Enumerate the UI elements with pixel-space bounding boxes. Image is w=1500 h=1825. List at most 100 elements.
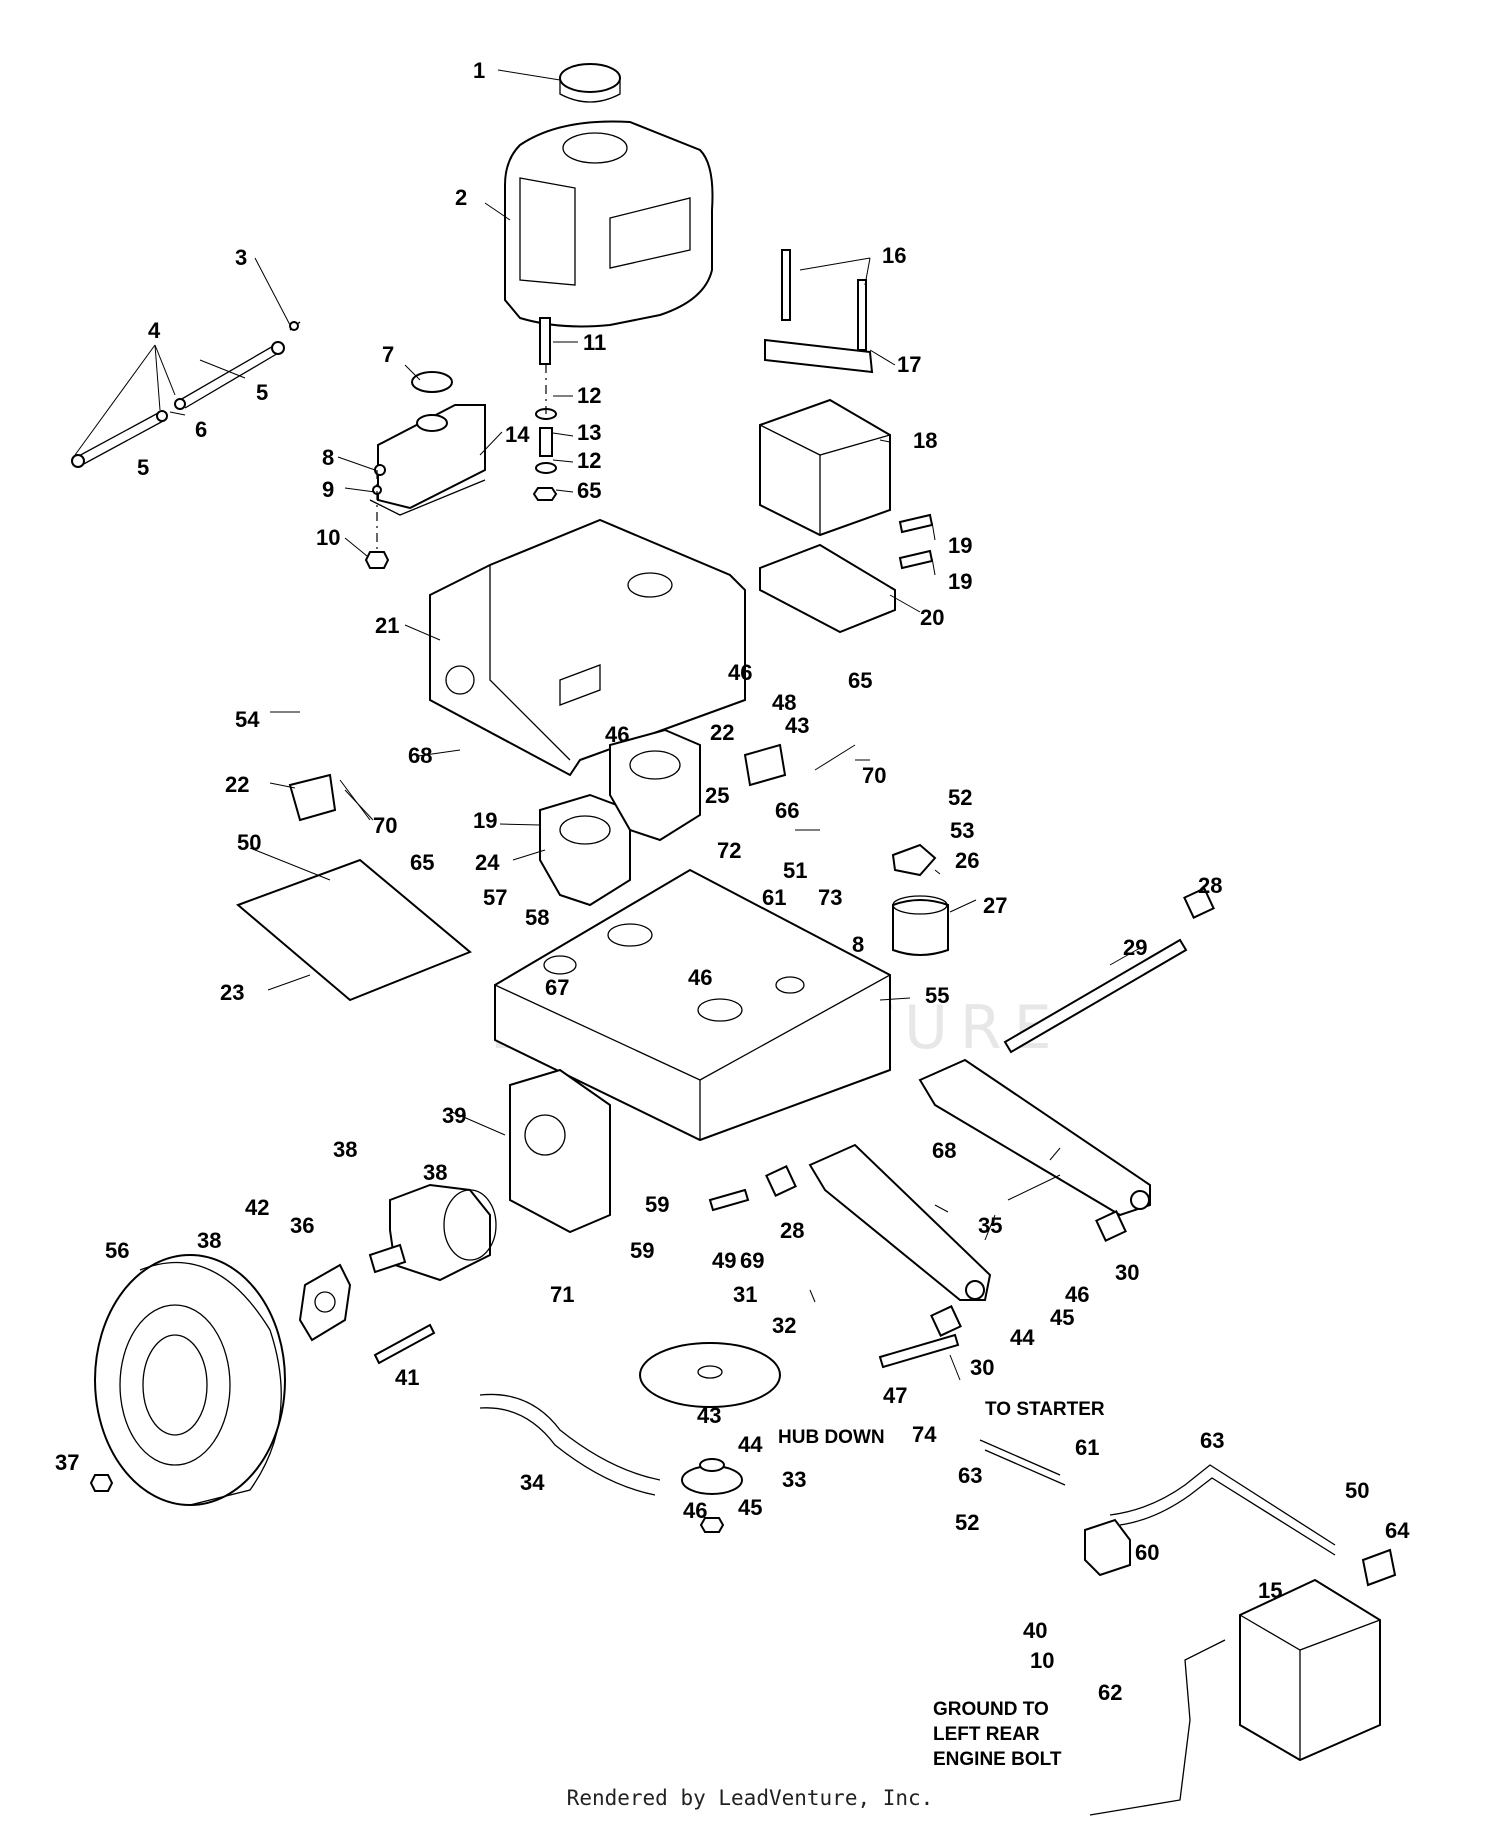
callout-26: 26 bbox=[955, 848, 979, 873]
callout-72: 72 bbox=[717, 838, 741, 863]
callout-61-upper: 61 bbox=[762, 885, 786, 910]
callout-66: 66 bbox=[775, 798, 799, 823]
callout-62: 62 bbox=[1098, 1680, 1122, 1705]
callout-58: 58 bbox=[525, 905, 549, 930]
hydro-pumps-part bbox=[539, 728, 701, 907]
callout-44-arm: 44 bbox=[1010, 1325, 1035, 1350]
callout-38-pin: 38 bbox=[333, 1137, 357, 1162]
callout-38-hub: 38 bbox=[197, 1228, 221, 1253]
callout-23: 23 bbox=[220, 980, 244, 1005]
callout-1: 1 bbox=[473, 58, 485, 83]
callout-33: 33 bbox=[782, 1467, 806, 1492]
callout-61-lower: 61 bbox=[1075, 1435, 1099, 1460]
callout-8-right: 8 bbox=[852, 932, 864, 957]
callout-67: 67 bbox=[545, 975, 569, 1000]
callout-48: 48 bbox=[772, 690, 796, 715]
callout-10-right: 10 bbox=[1030, 1648, 1054, 1673]
callout-52-lower: 52 bbox=[955, 1510, 979, 1535]
callout-20: 20 bbox=[920, 605, 944, 630]
callout-71: 71 bbox=[550, 1282, 574, 1307]
callout-55: 55 bbox=[925, 983, 949, 1008]
callout-49: 49 bbox=[712, 1248, 736, 1273]
callout-36: 36 bbox=[290, 1213, 314, 1238]
callout-46-lower: 46 bbox=[683, 1498, 707, 1523]
callout-70-left: 70 bbox=[373, 813, 397, 838]
hydraulic-reservoir-part bbox=[369, 371, 486, 516]
battery-upper-part bbox=[759, 249, 891, 537]
callout-60: 60 bbox=[1135, 1540, 1159, 1565]
callout-46-main: 46 bbox=[688, 965, 712, 990]
callout-18: 18 bbox=[913, 428, 937, 453]
callout-24: 24 bbox=[475, 850, 500, 875]
callout-3: 3 bbox=[235, 245, 247, 270]
callout-12-upper: 12 bbox=[577, 383, 601, 408]
callout-30-lower: 30 bbox=[970, 1355, 994, 1380]
callout-19-frame: 19 bbox=[473, 808, 497, 833]
fuel-tank-part bbox=[504, 120, 714, 328]
note-ground-line2: LEFT REAR bbox=[933, 1724, 1040, 1745]
callout-29: 29 bbox=[1123, 935, 1147, 960]
note-to-starter: TO STARTER bbox=[985, 1399, 1105, 1420]
fuel-cap-part bbox=[559, 63, 621, 103]
callout-46-arm: 46 bbox=[1065, 1282, 1089, 1307]
callout-22-right: 22 bbox=[710, 720, 734, 745]
callout-15: 15 bbox=[1258, 1578, 1282, 1603]
callout-50-right: 50 bbox=[1345, 1478, 1369, 1503]
diagram-notes: TO STARTER HUB DOWN GROUND TO LEFT REAR … bbox=[778, 1399, 1105, 1770]
callout-19-upper: 19 bbox=[948, 533, 972, 558]
leader-lines bbox=[74, 69, 1141, 1381]
callout-7: 7 bbox=[382, 342, 394, 367]
callout-6: 6 bbox=[195, 417, 207, 442]
callout-16: 16 bbox=[882, 243, 906, 268]
callout-53: 53 bbox=[950, 818, 974, 843]
callout-74: 74 bbox=[912, 1422, 937, 1447]
callout-17: 17 bbox=[897, 352, 921, 377]
callout-38-motor: 38 bbox=[423, 1160, 447, 1185]
callout-50-left: 50 bbox=[237, 830, 261, 855]
note-hub-down: HUB DOWN bbox=[778, 1427, 885, 1448]
callout-59-lower: 59 bbox=[630, 1238, 654, 1263]
callout-47: 47 bbox=[883, 1383, 907, 1408]
callout-44-lower: 44 bbox=[738, 1432, 763, 1457]
note-ground-line3: ENGINE BOLT bbox=[933, 1749, 1062, 1770]
part-drawings bbox=[71, 63, 1397, 1816]
upper-frame-part bbox=[429, 518, 746, 777]
callout-42: 42 bbox=[245, 1195, 269, 1220]
callout-25: 25 bbox=[705, 783, 729, 808]
callout-8-left: 8 bbox=[322, 445, 334, 470]
callout-9: 9 bbox=[322, 477, 334, 502]
callout-2: 2 bbox=[455, 185, 467, 210]
callout-5-upper: 5 bbox=[256, 380, 268, 405]
callout-27: 27 bbox=[983, 893, 1007, 918]
callout-68-frame: 68 bbox=[408, 743, 432, 768]
callout-4: 4 bbox=[148, 318, 161, 343]
callout-14: 14 bbox=[505, 422, 530, 447]
callout-70-right: 70 bbox=[862, 763, 886, 788]
callout-68-arm: 68 bbox=[932, 1138, 956, 1163]
callout-5-lower: 5 bbox=[137, 455, 149, 480]
wheel-motor-part bbox=[368, 1183, 497, 1282]
tank-mount-hardware bbox=[532, 317, 558, 501]
callout-30-right: 30 bbox=[1115, 1260, 1139, 1285]
callout-56: 56 bbox=[105, 1238, 129, 1263]
callout-59-upper: 59 bbox=[645, 1192, 669, 1217]
callout-13: 13 bbox=[577, 420, 601, 445]
callout-69: 69 bbox=[740, 1248, 764, 1273]
footer-credit: Rendered by LeadVenture, Inc. bbox=[566, 1786, 934, 1810]
callout-64: 64 bbox=[1385, 1518, 1410, 1543]
callout-46-upper: 46 bbox=[728, 660, 752, 685]
callout-28-axle: 28 bbox=[1198, 873, 1222, 898]
main-frame-part bbox=[494, 868, 891, 1142]
callout-10-left: 10 bbox=[316, 525, 340, 550]
callout-41: 41 bbox=[395, 1365, 419, 1390]
callout-34: 34 bbox=[520, 1470, 545, 1495]
callout-52-upper: 52 bbox=[948, 785, 972, 810]
callout-54: 54 bbox=[235, 707, 260, 732]
callout-11: 11 bbox=[583, 330, 606, 355]
note-ground-line1: GROUND TO bbox=[933, 1699, 1049, 1720]
linkage-rods-part bbox=[71, 321, 301, 468]
callout-45-arm: 45 bbox=[1050, 1305, 1074, 1330]
callout-28-arm: 28 bbox=[780, 1218, 804, 1243]
callout-12-lower: 12 bbox=[577, 448, 601, 473]
